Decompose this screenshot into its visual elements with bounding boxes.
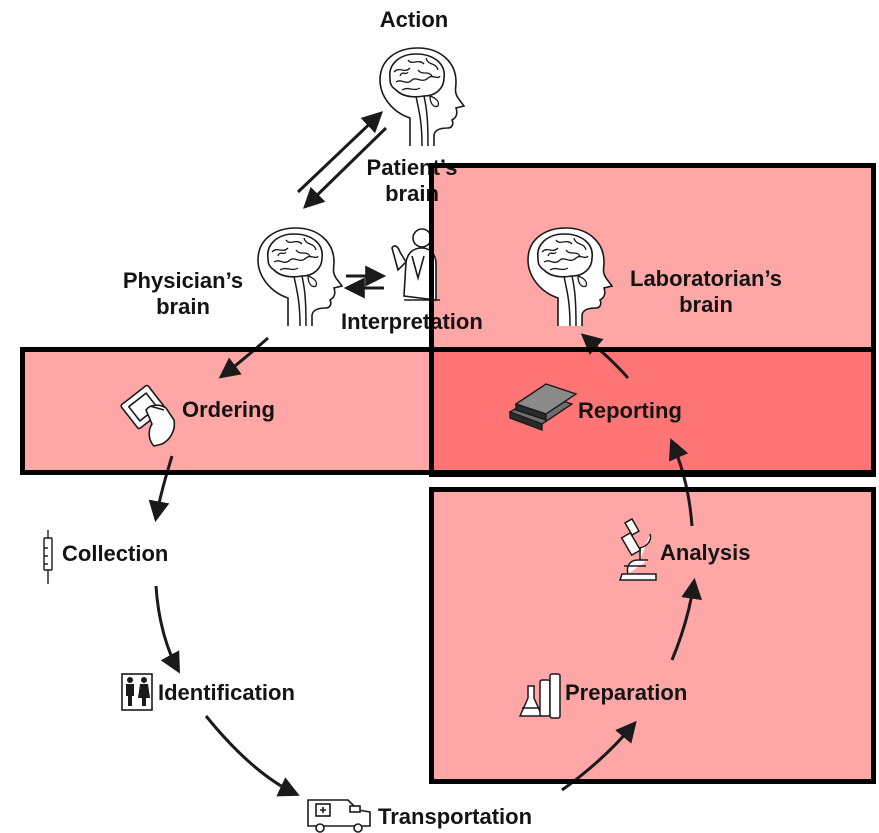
laboratorian-brain-label: Laboratorian’s brain	[630, 266, 782, 318]
physician-brain-head-icon	[257, 227, 343, 327]
arrow-identification-to-transportation	[204, 715, 300, 797]
laboratorian-brain-label-line2: brain	[679, 292, 733, 317]
analysis-preparation-highlight-border	[429, 487, 876, 784]
reporting-books-icon	[508, 383, 578, 432]
arrow-ordering-to-collection	[148, 455, 174, 523]
arrow-physician-to-patient	[296, 111, 384, 194]
physician-brain-label-line1: Physician’s	[122, 268, 244, 293]
interpretation-label: Interpretation	[341, 309, 483, 334]
arrow-patient-to-physician	[302, 126, 388, 209]
arrow-reporting-to-laboratorian	[580, 333, 630, 379]
physician-brain-label-line2: brain	[156, 294, 210, 319]
arrow-analysis-to-reporting	[668, 438, 694, 527]
preparation-label: Preparation	[565, 680, 688, 705]
collection-label: Collection	[62, 541, 169, 566]
ordering-label: Ordering	[182, 397, 275, 422]
arrow-preparation-to-analysis	[670, 577, 703, 661]
transportation-ambulance-icon	[307, 799, 371, 833]
identification-patients-icon	[121, 673, 153, 711]
reporting-label: Reporting	[578, 398, 682, 423]
arrow-physician-to-ordering	[218, 336, 269, 379]
analysis-preparation-highlight-region	[431, 489, 874, 782]
collection-syringe-icon	[43, 530, 53, 584]
arrow-collection-to-identification	[154, 585, 181, 674]
laboratorian-brain-label-line1: Laboratorian’s	[630, 266, 782, 291]
analysis-microscope-icon	[618, 517, 657, 581]
action-label: Action	[379, 7, 449, 32]
laboratorian-highlight-region	[431, 165, 874, 475]
identification-label: Identification	[158, 680, 295, 705]
patient-brain-head-icon	[379, 47, 465, 147]
physician-brain-label: Physician’s brain	[123, 268, 243, 320]
ordering-reporting-highlight-border	[20, 347, 876, 475]
analysis-label: Analysis	[660, 540, 751, 565]
transportation-label: Transportation	[378, 804, 533, 829]
preparation-lab-glassware-icon	[518, 673, 561, 719]
ordering-tablet-hand-icon	[120, 384, 176, 447]
